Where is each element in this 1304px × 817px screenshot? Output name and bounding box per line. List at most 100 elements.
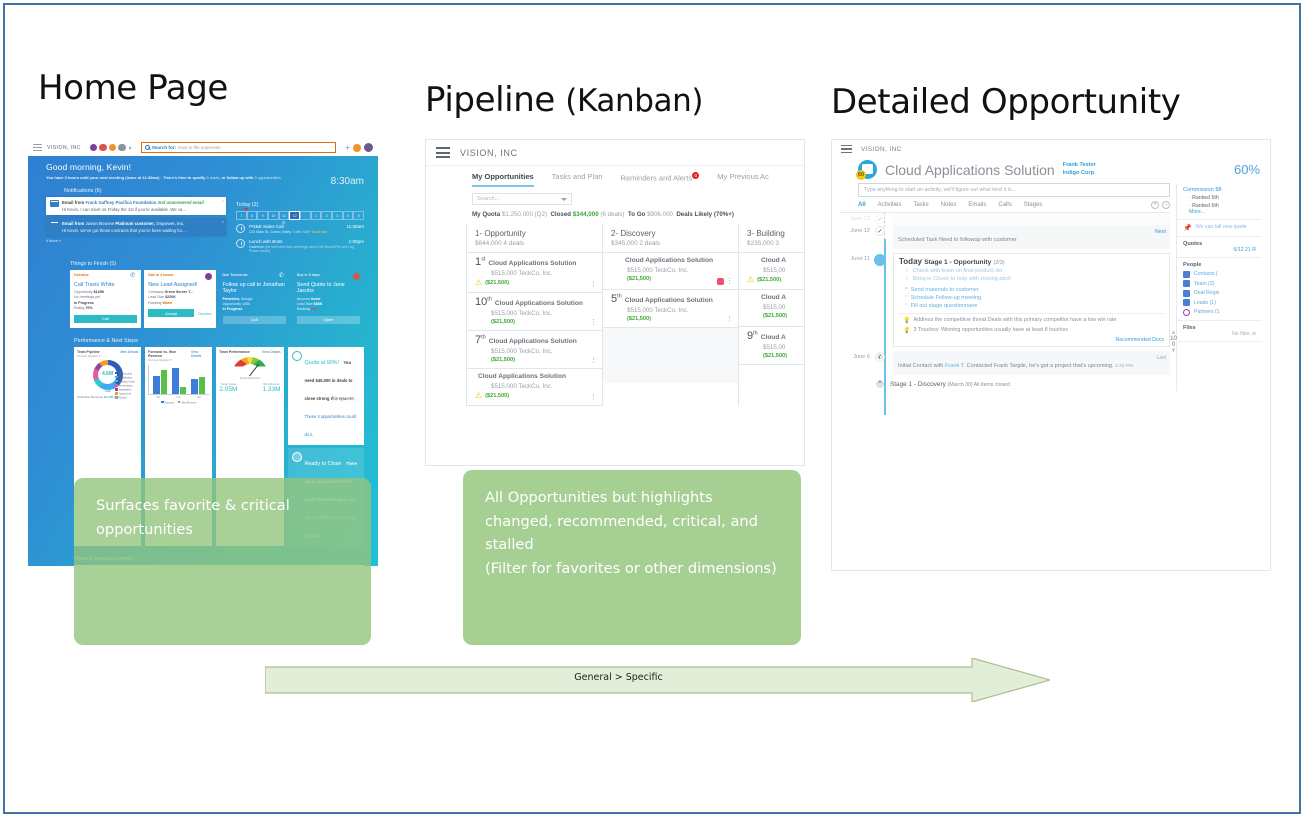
day-timeline[interactable]: 7 8 9 10 11 12 1 2 3 4 5 <box>236 208 365 224</box>
stage-collapse-icon[interactable]: ^ <box>876 380 884 389</box>
task-accept-button[interactable]: Accept <box>148 309 195 318</box>
people-row[interactable]: Deal Regis <box>1183 289 1256 297</box>
close-icon[interactable]: × <box>221 218 224 224</box>
app-icon-4[interactable] <box>118 143 126 152</box>
add-icon[interactable]: + <box>345 142 350 152</box>
more-options-icon[interactable]: ⋮ <box>590 319 597 327</box>
quota-promo-card[interactable]: Quota at 90%! You need $45,000 in deals … <box>287 346 364 445</box>
chevron-right-icon[interactable] <box>128 145 132 150</box>
task-card[interactable]: Due in 4 hours New Lead Assigned! Compan… <box>144 269 216 328</box>
menu-icon[interactable] <box>841 144 852 154</box>
more-options-icon[interactable]: ⋮ <box>590 281 597 289</box>
timeline-row[interactable]: June 6 ✆ Last Initial Contact with Frank… <box>840 351 1170 379</box>
scroll-down-icon[interactable]: ▼ <box>1170 348 1177 354</box>
search-input[interactable]: Search for: How to file expenses <box>140 142 337 153</box>
menu-icon[interactable] <box>436 147 450 158</box>
app-icon-1[interactable] <box>89 143 98 152</box>
notification-card[interactable]: × Email from Jason Bourne Platinum custo… <box>46 217 226 236</box>
notifications-more-link[interactable]: 4 More » <box>46 238 61 243</box>
todo-item-open[interactable]: ^Fill out stage questionnaire <box>905 303 978 309</box>
todo-item-done[interactable]: ✓Check with team on final product list <box>905 268 1003 274</box>
zoom-out-icon[interactable]: − <box>1162 201 1170 209</box>
todo-item-done[interactable]: ✓Bring in Chuck to help with closing pit… <box>905 276 1012 282</box>
task-card[interactable]: Overdue✆ Call Travis White Opportunity $… <box>70 269 142 328</box>
timeline-row[interactable]: June 12 ✓ Next Scheduled Task Need to fo… <box>840 225 1170 253</box>
app-icon-2[interactable] <box>99 143 107 152</box>
people-row[interactable]: Partners (1 <box>1183 308 1256 316</box>
task-action-button[interactable]: Call <box>222 315 286 324</box>
zoom-in-icon[interactable]: + <box>1151 201 1159 209</box>
timeline-scroller[interactable]: ▲ 10 0 ▼ <box>1169 330 1178 354</box>
todo-item-open[interactable]: ^Send materials to customer <box>905 287 979 293</box>
kanban-card[interactable]: Cloud Applications Solution $515,000 Tec… <box>603 253 738 290</box>
tab-tasks-and-plan[interactable]: Tasks and Plan <box>551 172 603 181</box>
view-details-link[interactable]: View Details <box>190 349 202 358</box>
timeline-row[interactable]: June 13 ✓ Scheduled Task Verify budget w… <box>840 213 1170 225</box>
tab-emails[interactable]: Emails <box>968 202 987 208</box>
people-row[interactable]: Leads (1) <box>1183 299 1256 306</box>
task-decline-link[interactable]: Decline <box>198 310 212 316</box>
timeline-row-stage[interactable]: ^ Stage 1 - Discovery (March 30) All ite… <box>840 379 1170 391</box>
view-details-link[interactable]: View Details <box>261 349 281 354</box>
pin-note-section[interactable]: 📌 We can tall new quote <box>1177 220 1262 237</box>
search-dropdown[interactable]: Search... <box>472 193 572 205</box>
quote-line[interactable]: 6/12 21 R <box>1233 247 1257 253</box>
tab-my-previous-activity[interactable]: My Previous Ac <box>717 172 769 181</box>
tab-calls[interactable]: Calls <box>998 202 1012 208</box>
insight-item[interactable]: 💡3 Touches: Winning opportunities usuall… <box>903 327 1069 335</box>
recommended-docs-link[interactable]: Recommended Docs <box>1115 337 1164 344</box>
more-options-icon[interactable]: ⋮ <box>590 357 597 365</box>
tab-my-opportunities[interactable]: My Opportunities <box>472 172 534 187</box>
kanban-card[interactable]: Cloud A $515,00 ⚠($21,500) <box>739 253 804 290</box>
tab-stages[interactable]: Stages <box>1023 202 1043 208</box>
app-switcher-icons[interactable] <box>89 143 132 152</box>
timeline-card[interactable]: Last Initial Contact with Frank T. Conta… <box>893 351 1170 376</box>
more-options-icon[interactable]: ⋮ <box>726 316 733 324</box>
kanban-column-empty-area[interactable] <box>603 328 738 383</box>
today-stage-card[interactable]: Today Stage 1 - Opportunity (2/3) ✓Check… <box>893 253 1170 348</box>
card-filter[interactable]: Current Quarter ▾ <box>77 353 101 358</box>
people-row[interactable]: Contacts ( <box>1183 270 1256 278</box>
avatar[interactable] <box>364 143 373 152</box>
commission-more-link[interactable]: More... <box>1189 209 1206 215</box>
people-row[interactable]: Team (2) <box>1183 280 1256 287</box>
close-icon[interactable]: × <box>221 198 224 203</box>
task-action-button[interactable]: Open <box>296 315 360 324</box>
menu-icon[interactable] <box>33 143 42 152</box>
tab-activities[interactable]: Activities <box>877 202 902 208</box>
tab-tasks[interactable]: Tasks <box>913 202 929 208</box>
timeline-row-today[interactable]: June 11 Today Stage 1 - Opportunity (2/3… <box>840 253 1170 351</box>
app-icon-3[interactable] <box>108 143 117 152</box>
timeline-card[interactable]: Scheduled Task Verify budget with custom… <box>893 213 1170 225</box>
view-details-link[interactable]: View Details <box>119 349 139 354</box>
more-options-icon[interactable]: ⋮ <box>726 278 733 286</box>
more-options-icon[interactable]: ⋮ <box>590 394 597 402</box>
task-card[interactable]: Due in 5 days Send Quote to Jane Jacobs … <box>293 270 364 328</box>
tab-notes[interactable]: Notes <box>940 202 957 208</box>
todo-item-open[interactable]: ^Schedule Follow-up meeting <box>905 295 982 301</box>
kanban-card[interactable]: Cloud Applications Solution $515,000 Tec… <box>467 369 602 406</box>
activity-input[interactable]: Type anything to start an activity, we'l… <box>858 183 1170 197</box>
card-filter[interactable]: Current Quarter ▾ <box>148 357 172 362</box>
notifications-icon[interactable] <box>353 143 361 152</box>
task-card[interactable]: Due Tomorrow✆ Follow up call to Jonathan… <box>219 270 290 328</box>
task-action-button[interactable]: Call <box>74 314 138 323</box>
view-board-link[interactable]: View Board <box>331 398 362 404</box>
scroll-up-icon[interactable]: ▲ <box>1170 330 1177 336</box>
insight-item[interactable]: 💡Address the competitive threat Deals wi… <box>903 317 1117 324</box>
chevron-down-icon[interactable] <box>561 197 567 201</box>
promo-link[interactable]: These 3 opportunities could do it. <box>304 413 356 437</box>
timeline-card[interactable]: Next Scheduled Task Need to followup wit… <box>893 225 1170 249</box>
kanban-card[interactable]: Cloud A $515,00 ($21,500) <box>739 290 804 327</box>
tab-all[interactable]: All <box>858 202 866 208</box>
notification-card[interactable]: × Email from Frank Gaffney Pacifica Foun… <box>46 197 226 215</box>
